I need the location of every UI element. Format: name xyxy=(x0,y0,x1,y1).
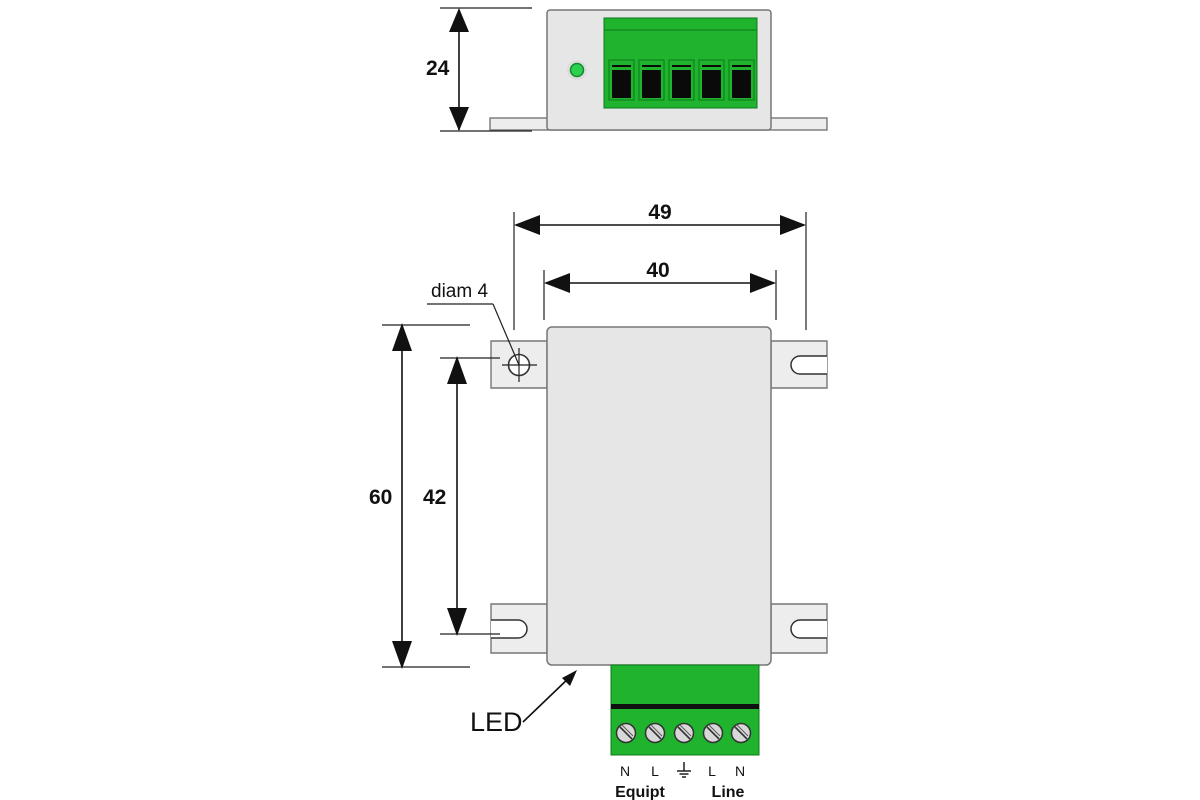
terminal-label-4: L xyxy=(708,763,716,779)
hole-callout: diam 4 xyxy=(427,281,520,366)
terminal-group-line: Line xyxy=(712,784,745,800)
front-view-housing xyxy=(546,326,772,666)
terminal-screw-slot xyxy=(677,726,691,740)
side-view-terminal-block xyxy=(603,17,758,109)
terminal-group-equipment: Equipt xyxy=(615,784,665,800)
dimension-overall-width-label: 49 xyxy=(648,201,671,224)
terminal-screw-slot-shadow xyxy=(708,724,721,737)
terminal-label-5: N xyxy=(735,763,745,779)
side-terminal-opening xyxy=(702,70,721,98)
dimension-overall-height: 60 xyxy=(369,323,470,669)
dimension-body-width-label: 40 xyxy=(646,259,669,282)
front-view: N L L N Equipt Line LED diam 4 xyxy=(369,201,828,800)
side-terminal-opening xyxy=(732,70,751,98)
terminal-labels: N L L N Equipt Line xyxy=(615,762,745,800)
side-terminal-opening xyxy=(612,70,631,98)
hole-diameter-label: diam 4 xyxy=(431,281,488,302)
terminal-label-1: N xyxy=(620,763,630,779)
terminal-screw-slot-shadow xyxy=(650,724,663,737)
terminal-label-2: L xyxy=(651,763,659,779)
mounting-flanges xyxy=(490,340,828,654)
led-label: LED xyxy=(470,707,523,737)
terminal-screw-slot-shadow xyxy=(679,724,692,737)
dimension-body-width: 40 xyxy=(543,259,777,320)
dimension-hole-spacing-label: 42 xyxy=(423,486,446,509)
terminal-screw-slot xyxy=(706,726,720,740)
side-terminal-opening xyxy=(642,70,661,98)
dimension-hole-spacing: 42 xyxy=(423,356,500,636)
terminal-screw-slot xyxy=(648,726,662,740)
terminal-screw-slot-shadow xyxy=(736,724,749,737)
side-view-led-icon xyxy=(569,62,585,78)
side-view: 24 xyxy=(426,7,828,132)
led-callout: LED xyxy=(470,670,577,737)
dimension-height-side: 24 xyxy=(426,57,450,80)
terminal-screw-slot-shadow xyxy=(621,724,634,737)
ground-icon xyxy=(677,762,691,778)
terminal-screw-slot xyxy=(619,726,633,740)
dimension-overall-width: 49 xyxy=(513,201,807,330)
side-terminal-opening xyxy=(672,70,691,98)
front-terminal-block xyxy=(610,664,760,756)
terminal-screw-slot xyxy=(734,726,748,740)
dimension-overall-height-label: 60 xyxy=(369,486,392,509)
